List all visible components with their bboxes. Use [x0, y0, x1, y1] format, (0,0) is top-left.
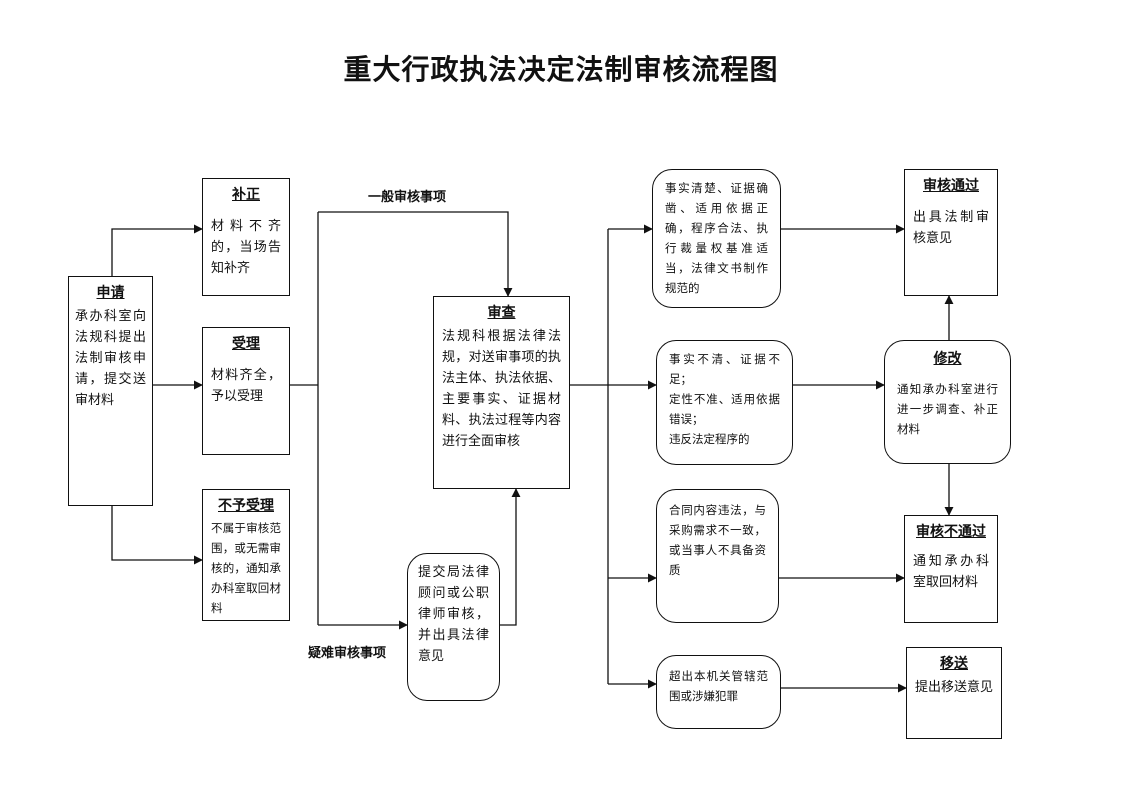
node-reject: 不予受理 不属于审核范围，或无需审核的，通知承办科室取回材料: [202, 489, 290, 621]
node-cond-unclear-line-2: 定性不准、适用依据错误；: [669, 392, 780, 426]
node-supplement: 补正 材料不齐的，当场告知补齐: [202, 178, 290, 296]
arrow-lawyer-review: [500, 488, 521, 626]
node-pass: 审核通过 出具法制审核意见: [904, 169, 998, 296]
node-lawyer: 提交局法律顾问或公职律师审核，并出具法律意见: [407, 553, 500, 701]
node-transfer: 移送 提出移送意见: [906, 647, 1002, 739]
arrow-apply-reject: [111, 505, 203, 565]
node-accept-text: 材料齐全，予以受理: [211, 368, 281, 404]
node-transfer-text: 提出移送意见: [915, 680, 994, 695]
node-cond-unclear: 事实不清、证据不足； 定性不准、适用依据错误； 违反法定程序的: [656, 340, 793, 465]
node-fail-title: 审核不通过: [916, 524, 986, 540]
node-reject-title: 不予受理: [218, 498, 274, 514]
node-reject-text: 不属于审核范围，或无需审核的，通知承办科室取回材料: [211, 521, 281, 615]
node-apply: 申请 承办科室向法规科提出法制审核申请，提交送审材料: [68, 276, 153, 506]
node-revise: 修改 通知承办科室进行进一步调查、补正材料: [884, 340, 1011, 464]
node-lawyer-text: 提交局法律顾问或公职律师审核，并出具法律意见: [418, 565, 489, 664]
node-fail-text: 通知承办科室取回材料: [913, 554, 989, 590]
node-supplement-text: 材料不齐的，当场告知补齐: [211, 219, 281, 276]
node-cond-illegal: 合同内容违法，与采购需求不一致，或当事人不具备资质: [656, 489, 779, 623]
node-review-text: 法规科根据法律法规，对送审事项的执法主体、执法依据、主要事实、证据材料、执法过程…: [442, 329, 561, 449]
node-apply-title: 申请: [96, 285, 125, 301]
node-cond-unclear-line-1: 事实不清、证据不足；: [669, 352, 780, 386]
node-review-title: 审查: [487, 305, 516, 321]
node-pass-text: 出具法制审核意见: [913, 210, 989, 246]
node-transfer-title: 移送: [940, 656, 968, 672]
node-cond-clear: 事实清楚、证据确凿、适用依据正确，程序合法、执行裁量权基准适当，法律文书制作规范…: [652, 169, 781, 308]
node-cond-unclear-line-3: 违反法定程序的: [669, 432, 750, 446]
node-pass-title: 审核通过: [923, 178, 979, 194]
node-cond-illegal-text: 合同内容违法，与采购需求不一致，或当事人不具备资质: [669, 503, 766, 577]
page-title: 重大行政执法决定法制审核流程图: [343, 53, 779, 86]
node-accept: 受理 材料齐全，予以受理: [202, 327, 290, 455]
node-supplement-title: 补正: [232, 187, 260, 203]
node-review: 审查 法规科根据法律法规，对送审事项的执法主体、执法依据、主要事实、证据材料、执…: [433, 296, 570, 489]
node-cond-beyond: 超出本机关管辖范围或涉嫌犯罪: [656, 655, 781, 729]
node-accept-title: 受理: [232, 336, 260, 352]
node-apply-text: 承办科室向法规科提出法制审核申请，提交送审材料: [75, 309, 146, 408]
node-revise-title: 修改: [933, 351, 962, 367]
arrow-general-review: [318, 211, 513, 297]
arrow-apply-supplement: [111, 224, 203, 276]
node-fail: 审核不通过 通知承办科室取回材料: [904, 515, 998, 623]
node-revise-text: 通知承办科室进行进一步调查、补正材料: [897, 382, 998, 436]
label-difficult-review: 疑难审核事项: [308, 642, 387, 661]
node-cond-beyond-text: 超出本机关管辖范围或涉嫌犯罪: [669, 669, 768, 703]
label-general-review: 一般审核事项: [368, 186, 447, 205]
node-cond-clear-text: 事实清楚、证据确凿、适用依据正确，程序合法、执行裁量权基准适当，法律文书制作规范…: [665, 181, 768, 295]
